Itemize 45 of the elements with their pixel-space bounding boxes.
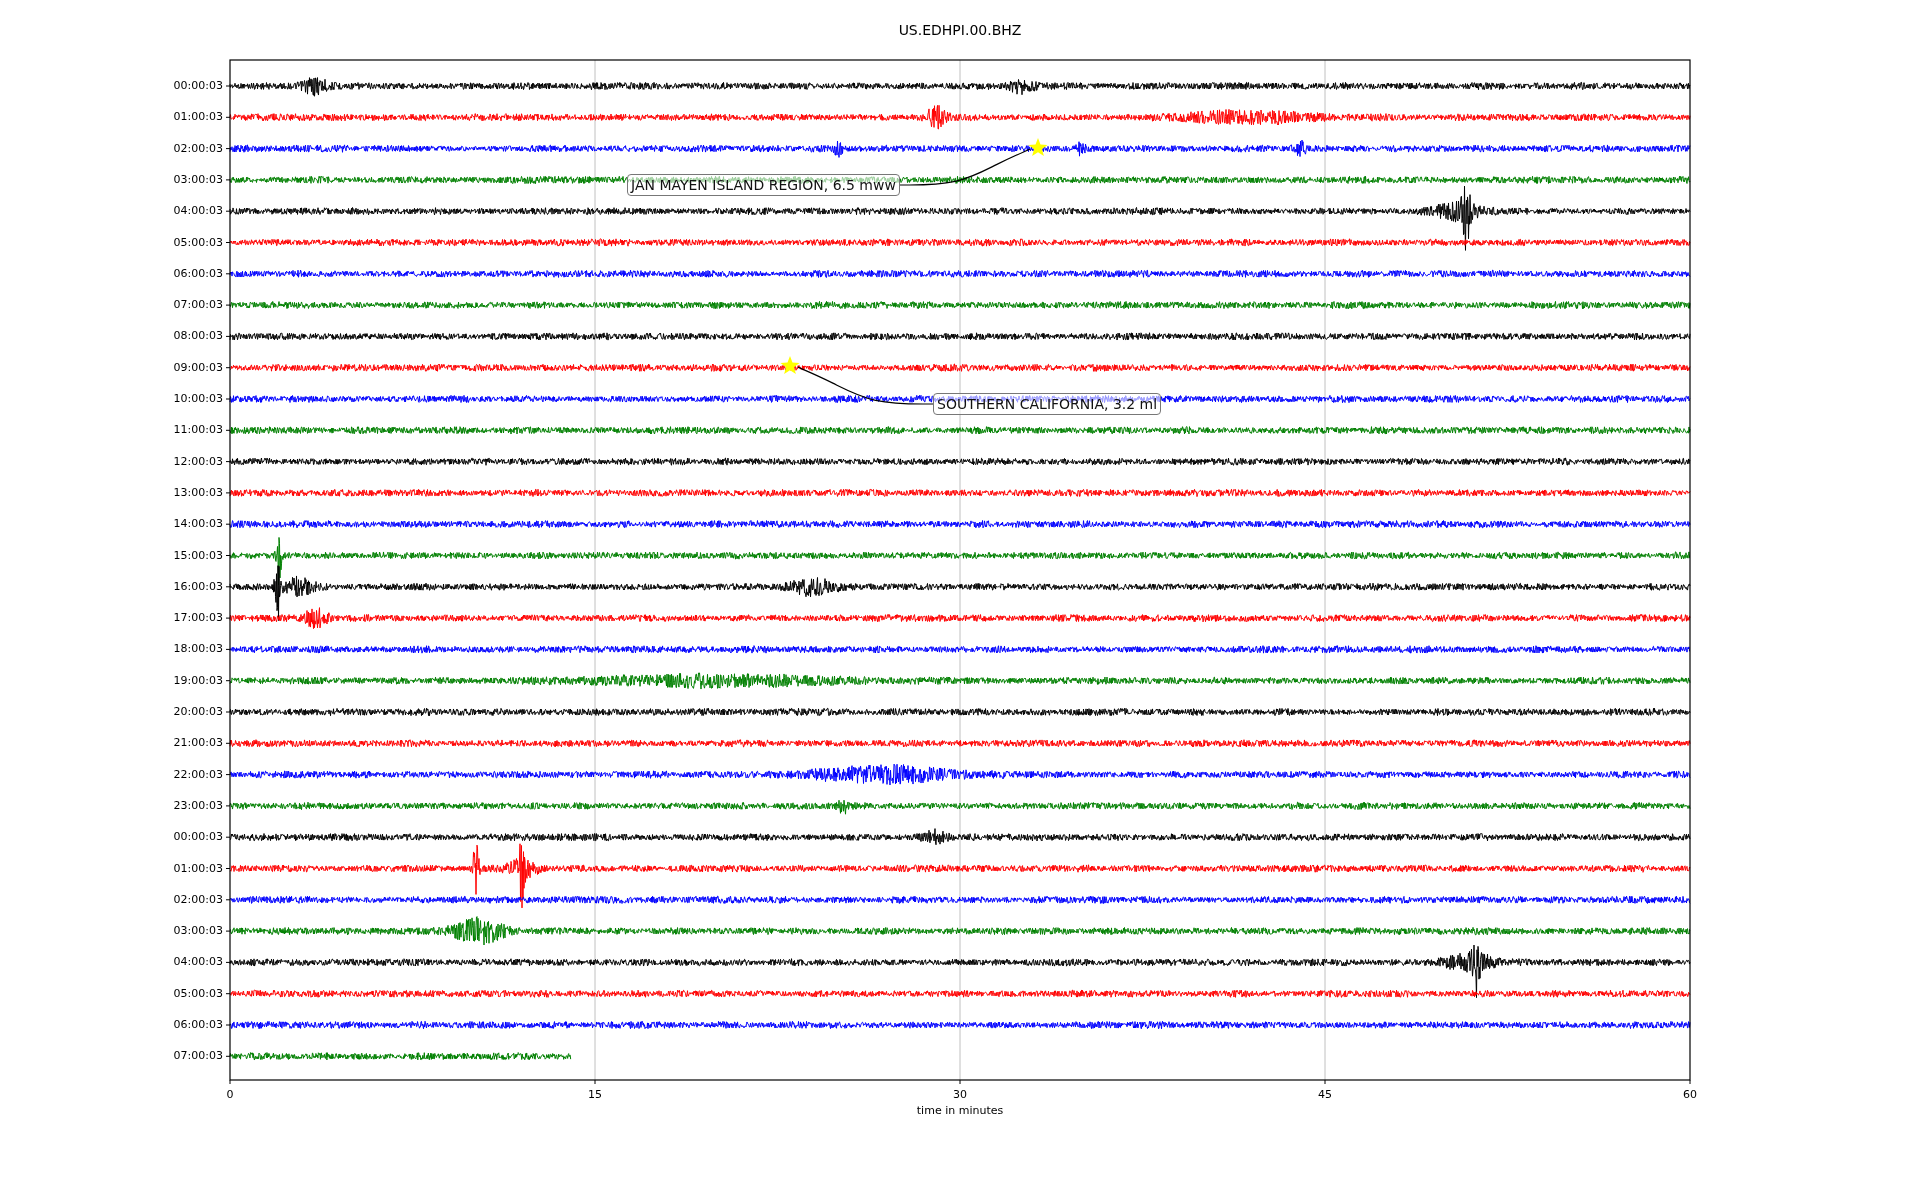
- y-tick-label: 06:00:03: [173, 1018, 223, 1031]
- y-tick-label: 01:00:03: [173, 861, 223, 875]
- y-tick-label: 20:00:03: [173, 705, 223, 718]
- y-tick-label: 11:00:03: [173, 423, 223, 437]
- y-tick-label: 19:00:03: [173, 673, 223, 687]
- y-tick-label: 00:00:03: [173, 79, 223, 92]
- y-tick-label: 09:00:03: [173, 360, 223, 374]
- y-tick-label: 04:00:03: [173, 955, 223, 969]
- y-tick-label: 23:00:03: [173, 798, 223, 812]
- y-tick-label: 15:00:03: [173, 548, 223, 562]
- y-tick-label: 10:00:03: [173, 392, 223, 405]
- y-tick-label: 08:00:03: [173, 329, 223, 343]
- y-tick-label: 02:00:03: [173, 892, 223, 906]
- y-tick-label: 02:00:03: [173, 141, 223, 155]
- y-tick-label: 18:00:03: [173, 642, 223, 656]
- y-tick-label: 14:00:03: [173, 517, 223, 531]
- y-tick-label: 13:00:03: [173, 485, 223, 499]
- y-tick-label: 22:00:03: [173, 767, 223, 781]
- y-tick-label: 07:00:03: [173, 298, 223, 312]
- y-tick-label: 03:00:03: [173, 924, 223, 938]
- x-tick-label: 30: [953, 1088, 967, 1101]
- x-tick-label: 15: [588, 1088, 602, 1101]
- axis-title: time in minutes: [916, 1104, 1004, 1117]
- y-tick-label: 05:00:03: [173, 235, 223, 249]
- x-tick-label: 60: [1683, 1088, 1697, 1101]
- x-tick-label: 0: [226, 1088, 234, 1101]
- y-tick-label: 21:00:03: [173, 736, 223, 750]
- y-tick-label: 16:00:03: [173, 579, 223, 593]
- event-annotation: SOUTHERN CALIFORNIA, 3.2 ml: [933, 393, 1162, 415]
- leader-line: [797, 366, 934, 405]
- leader-line: [899, 148, 1031, 186]
- event-annotation: JAN MAYEN ISLAND REGION, 6.5 mww: [627, 174, 900, 196]
- y-tick-label: 03:00:03: [173, 172, 223, 186]
- y-tick-label: 07:00:03: [173, 1049, 223, 1063]
- y-tick-label: 06:00:03: [173, 266, 223, 280]
- y-tick-label: 12:00:03: [173, 454, 223, 468]
- star-marker-icon: [780, 356, 800, 376]
- y-tick-label: 01:00:03: [173, 110, 223, 124]
- chart-title: US.EDHPI.00.BHZ: [898, 22, 1022, 38]
- y-tick-label: 05:00:03: [173, 986, 223, 1000]
- x-tick-label: 45: [1318, 1088, 1332, 1101]
- y-tick-label: 00:00:03: [173, 830, 223, 844]
- star-marker-icon: [1028, 138, 1048, 158]
- y-tick-label: 04:00:03: [173, 204, 223, 218]
- y-tick-label: 17:00:03: [173, 611, 223, 625]
